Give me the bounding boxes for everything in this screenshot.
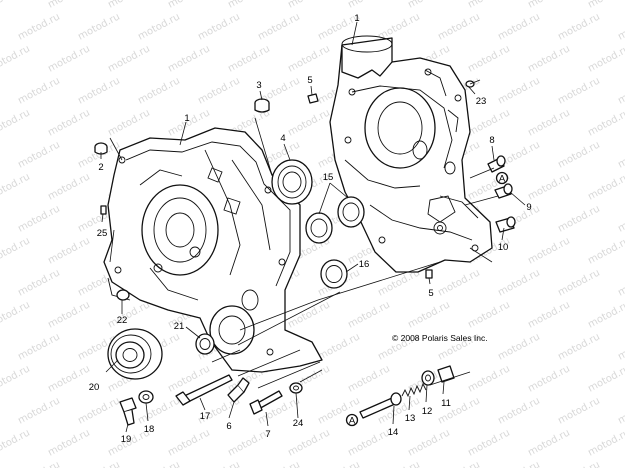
callout-7: 7 [265,429,270,440]
plug-11 [437,365,455,383]
callout-2: 2 [98,162,103,173]
reference-marker-a-lower: A [345,413,359,427]
reference-marker-a-upper: A [495,171,509,185]
dowel-pin-5 [307,93,319,104]
callout-22: 22 [117,315,128,326]
stud-25 [100,205,107,215]
callout-5-lower: 5 [428,288,433,299]
callout-14: 14 [388,427,399,438]
right-crankcase [329,35,493,273]
callout-23: 23 [476,96,487,107]
dowel-cap-3 [254,98,270,113]
callout-17: 17 [200,411,211,422]
washer-18 [138,390,154,404]
leader-lines [100,21,526,433]
left-crankcase [103,127,323,373]
callout-16: 16 [359,259,370,270]
bearing-4 [271,159,313,205]
washer-12 [421,370,435,386]
callout-13: 13 [405,413,416,424]
plug-22 [116,289,130,301]
fitting-9 [494,183,513,199]
callout-11: 11 [441,398,451,409]
callout-9: 9 [526,202,531,213]
plug-23 [465,79,481,88]
callout-3: 3 [256,80,261,91]
callout-20: 20 [89,382,100,393]
copyright-notice: © 2008 Polaris Sales Inc. [392,333,488,343]
callout-24: 24 [293,418,304,429]
pulley-20 [107,328,163,380]
bearing-15a [305,212,333,244]
drain-bolt-19 [119,397,137,426]
callout-21: 21 [174,321,185,332]
callout-1-case-left: 1 [184,113,189,124]
callout-1-case-right: 1 [354,13,359,24]
callout-4: 4 [280,133,285,144]
callout-19: 19 [121,434,132,445]
bolt-17 [175,374,233,406]
fitting-10 [495,216,516,233]
reference-marker-label: A [349,416,356,427]
dowel-cap-2 [94,142,108,155]
callout-5-upper: 5 [307,75,312,86]
spring-13 [401,382,427,398]
callout-12: 12 [422,406,433,417]
reference-marker-label: A [499,174,506,185]
dowel-pin-5b [425,269,433,279]
callout-8: 8 [489,135,494,146]
callout-labels: 1 1 2 3 4 5 5 6 7 8 9 10 11 12 13 14 15 … [89,13,532,445]
plunger-14 [359,392,402,419]
washer-24 [289,382,303,394]
callout-18: 18 [144,424,155,435]
callout-25: 25 [97,228,108,239]
callout-10: 10 [498,242,509,253]
callout-15: 15 [323,172,334,183]
fitting-6 [227,377,250,403]
seal-21 [195,333,215,355]
bolt-7 [249,390,283,415]
callout-6: 6 [226,421,231,432]
bearing-16 [320,259,348,289]
bearing-15b [337,196,365,228]
